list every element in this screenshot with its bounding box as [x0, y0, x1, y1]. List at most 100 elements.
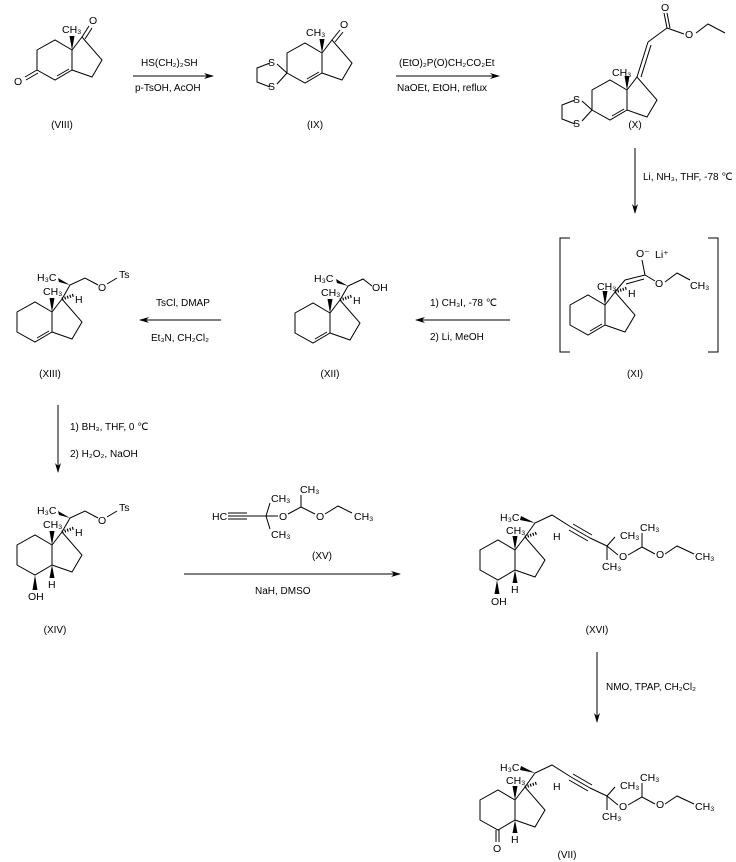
- atom-o: O: [98, 282, 106, 294]
- compound-XII: H₃C CH₃ H OH (XII): [294, 273, 388, 380]
- step-1-arrow: HS(CH₂)₂SH p-TsOH, AcOH: [133, 58, 214, 94]
- atom-h: H: [353, 295, 361, 307]
- atom-methyl: CH₃: [43, 286, 62, 298]
- atom-o: O: [656, 549, 664, 561]
- atom-methyl: H₃C: [314, 273, 334, 285]
- atom-methyl: CH₃: [620, 530, 639, 542]
- atom-methyl: CH₃: [62, 24, 81, 36]
- atom-ketone-o: O: [340, 19, 348, 31]
- atom-methyl: H₃C: [500, 762, 520, 774]
- step-7-arrow: NaH, DMSO: [184, 571, 401, 597]
- atom-o: O: [279, 511, 287, 523]
- atom-ketone-o: O: [493, 843, 501, 855]
- atom-methyl: CH₃: [602, 561, 621, 573]
- reagent-top: HS(CH₂)₂SH: [141, 58, 198, 69]
- atom-methyl: CH₃: [612, 67, 631, 79]
- atom-methyl: CH₃: [695, 551, 714, 563]
- atom-o: O: [619, 801, 627, 813]
- atom-methyl: CH₃: [602, 811, 621, 823]
- atom-o-minus: O⁻: [636, 248, 650, 260]
- reagent-top: TsCl, DMAP: [156, 298, 210, 309]
- atom-hc: HC: [212, 511, 228, 523]
- compound-label: (X): [628, 120, 641, 131]
- compound-label: (XV): [312, 551, 332, 562]
- atom-oh: OH: [491, 596, 507, 608]
- compound-label: (XIII): [39, 369, 61, 380]
- atom-methyl: CH₃: [640, 522, 659, 534]
- atom-o: O: [656, 799, 664, 811]
- compound-label: (XVI): [586, 625, 609, 636]
- atom-s: S: [268, 57, 275, 69]
- atom-o: O: [316, 511, 324, 523]
- atom-li-plus: Li⁺: [655, 249, 669, 261]
- compound-VIII: CH₃ O O (VIII): [14, 15, 103, 131]
- atom-ts: Ts: [119, 502, 130, 514]
- step-6-arrow: 1) BH₃, THF, 0 ℃ 2) H₂O₂, NaOH: [55, 405, 148, 473]
- atom-enone-o: O: [14, 76, 22, 88]
- atom-methyl: CH₃: [690, 280, 709, 292]
- atom-ts: Ts: [119, 269, 130, 281]
- atom-methyl: H₃C: [500, 512, 520, 524]
- reagent-top: 1) CH₃I, -78 ℃: [430, 298, 497, 309]
- compound-VII: H₃C CH₃ H CH₃ CH₃ O CH₃ O CH₃ O H (VII): [479, 762, 714, 861]
- atom-methyl: CH₃: [695, 801, 714, 813]
- reagent-top: 1) BH₃, THF, 0 ℃: [70, 422, 148, 433]
- atom-o: O: [98, 515, 106, 527]
- atom-h: H: [628, 288, 636, 300]
- compound-IX: CH₃ O S S (IX): [256, 19, 353, 131]
- atom-h: H: [511, 584, 519, 596]
- reagent-bottom: 2) Li, MeOH: [430, 332, 484, 343]
- compound-XI: CH₃ H O⁻ Li⁺ O CH₃ (XI): [559, 237, 719, 380]
- atom-methyl: CH₃: [300, 484, 319, 496]
- atom-s: S: [573, 118, 580, 130]
- compound-label: (VIII): [51, 120, 73, 131]
- atom-h: H: [511, 834, 519, 846]
- atom-methyl: CH₃: [271, 493, 290, 505]
- atom-methyl: CH₃: [271, 529, 290, 541]
- atom-methyl: CH₃: [640, 772, 659, 784]
- compound-label: (IX): [307, 120, 323, 131]
- atom-o: O: [619, 551, 627, 563]
- atom-ester-o: O: [685, 29, 693, 41]
- step-2-arrow: (EtO)₂P(O)CH₂CO₂Et NaOEt, EtOH, reflux: [396, 58, 500, 94]
- reagent-bottom: NaH, DMSO: [255, 586, 311, 597]
- reagent-top: NMO, TPAP, CH₂Cl₂: [606, 682, 696, 693]
- atom-carbonyl-o: O: [661, 2, 669, 14]
- compound-label: (VII): [558, 850, 577, 861]
- atom-s: S: [573, 94, 580, 106]
- reagent-top: Li, NH₃, THF, -78 ℃: [643, 172, 733, 183]
- atom-methyl: CH₃: [354, 511, 373, 523]
- step-4-arrow: 1) CH₃I, -78 ℃ 2) Li, MeOH: [415, 298, 510, 343]
- compound-XVI: H₃C CH₃ H CH₃ CH₃ O CH₃ O CH₃ OH H (XVI): [479, 512, 714, 636]
- compound-XV: HC CH₃ CH₃ O CH₃ O CH₃ (XV): [212, 484, 373, 562]
- compound-label: (XI): [627, 369, 643, 380]
- atom-methyl: CH₃: [506, 775, 525, 787]
- atom-methyl: CH₃: [43, 519, 62, 531]
- atom-methyl: CH₃: [620, 780, 639, 792]
- atom-methyl: H₃C: [37, 272, 57, 284]
- atom-methyl: CH₃: [506, 525, 525, 537]
- step-3-arrow: Li, NH₃, THF, -78 ℃: [632, 148, 733, 214]
- atom-h: H: [48, 579, 56, 591]
- atom-oh: OH: [372, 282, 388, 294]
- atom-methyl: H₃C: [37, 505, 57, 517]
- atom-methyl: CH₃: [306, 27, 325, 39]
- atom-h: H: [75, 294, 83, 306]
- atom-oh: OH: [28, 591, 44, 603]
- reagent-bottom: NaOEt, EtOH, reflux: [397, 83, 487, 94]
- atom-methyl: CH₃: [321, 287, 340, 299]
- step-5-arrow: TsCl, DMAP Et₃N, CH₂Cl₂: [139, 298, 221, 344]
- reagent-bottom: p-TsOH, AcOH: [135, 83, 201, 94]
- compound-label: (XIV): [44, 625, 67, 636]
- reagent-top: (EtO)₂P(O)CH₂CO₂Et: [399, 58, 495, 69]
- atom-s: S: [268, 81, 275, 93]
- atom-ester-o: O: [655, 278, 663, 290]
- reagent-bottom: 2) H₂O₂, NaOH: [70, 449, 138, 460]
- atom-h: H: [553, 531, 561, 543]
- compound-XIV: H₃C CH₃ H O Ts OH H (XIV): [16, 502, 130, 636]
- atom-h: H: [75, 527, 83, 539]
- compound-X: CH₃ S S O O (X): [561, 2, 726, 131]
- compound-label: (XII): [321, 369, 340, 380]
- compound-XIII: H₃C CH₃ H O Ts (XIII): [16, 269, 130, 380]
